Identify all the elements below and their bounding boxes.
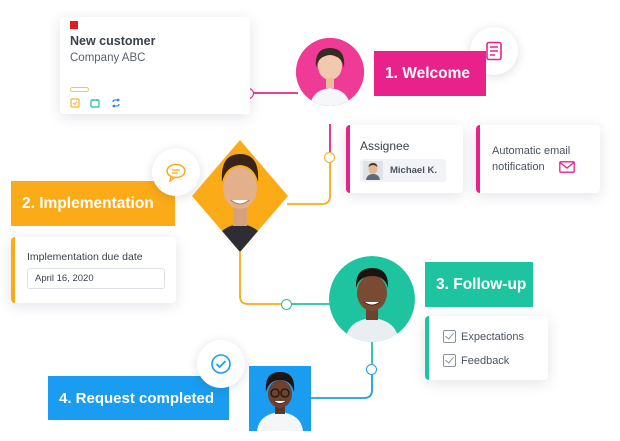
implementation-label[interactable]: 2. Implementation — [11, 181, 175, 226]
feedback-checkbox[interactable] — [443, 354, 456, 367]
yellow-tag — [70, 87, 89, 92]
due-date-title: Implementation due date — [27, 251, 143, 263]
feedback-label: Feedback — [461, 354, 510, 367]
check-circle-icon[interactable] — [197, 340, 245, 388]
connector-dot-2 — [324, 152, 335, 163]
followup-label[interactable]: 3. Follow-up — [425, 262, 533, 307]
doc-tag-icon — [70, 98, 80, 108]
due-date-card[interactable]: Implementation due date April 16, 2020 — [11, 237, 176, 303]
email-notification-card[interactable]: Automatic email notification — [476, 125, 600, 193]
email-line-2: notification — [492, 161, 545, 173]
assignee-title: Assignee — [360, 139, 410, 153]
followup-card[interactable]: Expectations Feedback — [425, 316, 548, 380]
customer-title: New customer — [70, 34, 156, 48]
calendar-tag-icon — [90, 99, 100, 108]
new-customer-card[interactable]: New customer Company ABC — [60, 17, 250, 114]
chat-bubble-icon[interactable] — [152, 148, 200, 196]
repeat-tag-icon — [112, 98, 120, 108]
implementation-avatar — [192, 140, 288, 252]
email-line-1: Automatic email — [492, 145, 571, 157]
assignee-name: Michael K. — [390, 165, 437, 176]
mail-icon — [559, 161, 575, 173]
connector-dot-3 — [281, 299, 292, 310]
assignee-avatar — [363, 161, 383, 180]
expectations-checkbox[interactable] — [443, 330, 456, 343]
red-flag-marker — [70, 21, 78, 29]
completed-avatar — [249, 366, 311, 431]
assignee-chip[interactable]: Michael K. — [360, 159, 446, 182]
followup-avatar — [329, 256, 415, 342]
expectations-item[interactable]: Expectations — [443, 330, 524, 343]
due-date-field[interactable]: April 16, 2020 — [27, 268, 165, 289]
welcome-avatar — [296, 38, 364, 106]
welcome-label[interactable]: 1. Welcome — [374, 51, 486, 96]
assignee-card[interactable]: Assignee Michael K. — [346, 125, 463, 193]
feedback-item[interactable]: Feedback — [443, 354, 509, 367]
connector-dot-4 — [366, 364, 377, 375]
expectations-label: Expectations — [461, 330, 524, 343]
completed-label[interactable]: 4. Request completed — [48, 376, 229, 420]
customer-company: Company ABC — [70, 52, 146, 64]
